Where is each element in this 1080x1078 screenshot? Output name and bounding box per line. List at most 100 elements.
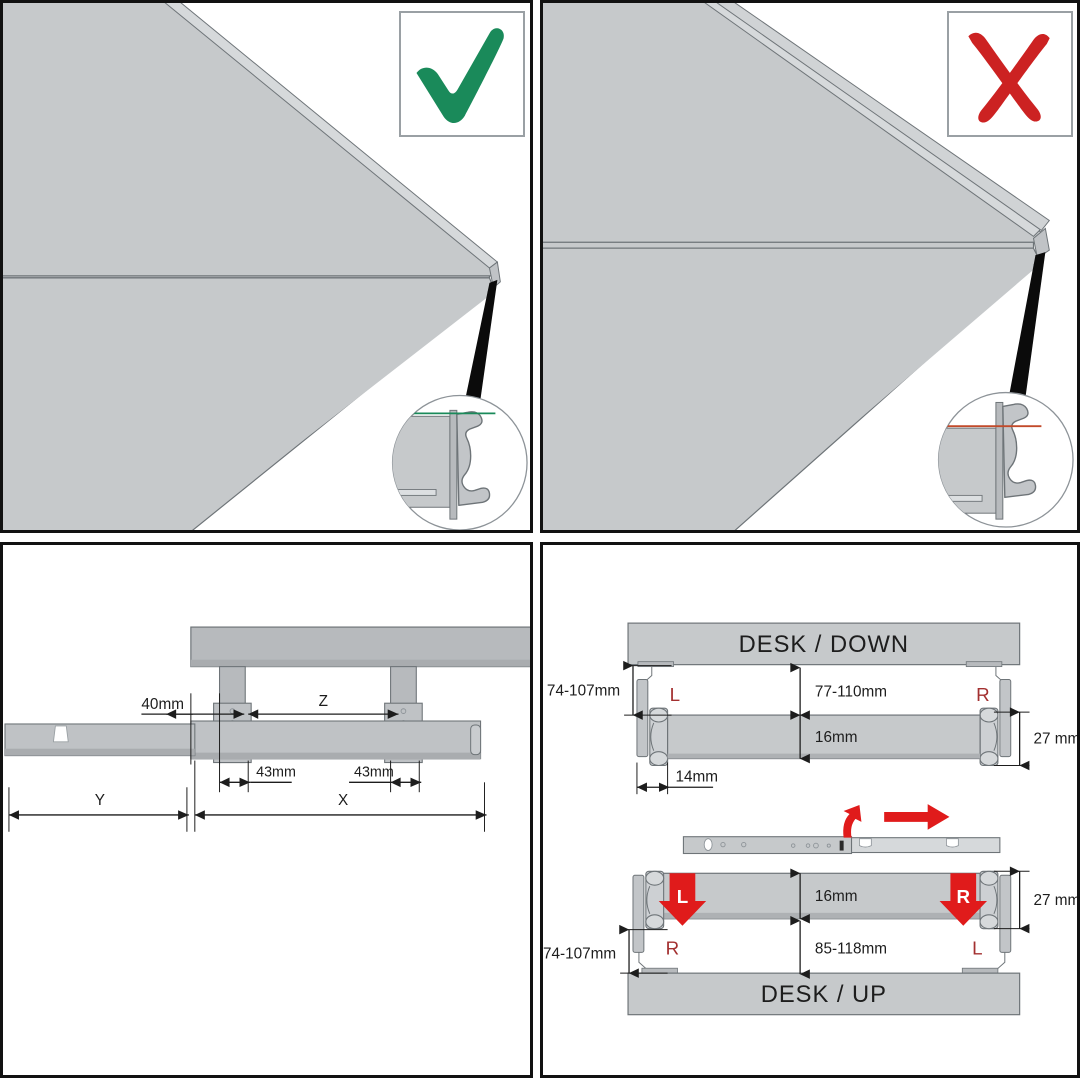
slide-end-left <box>649 707 669 767</box>
desk-corner-bevel <box>1032 227 1050 259</box>
view-desk-down: DESK / DOWN <box>547 622 1077 795</box>
slide-end-right <box>979 707 999 767</box>
rail-inner <box>850 837 1001 854</box>
dim-77-110: 77-110mm <box>790 662 887 720</box>
dim-x-label: X <box>338 792 348 809</box>
panel-slide-dimensions: 40mm Z 43mm <box>0 542 533 1078</box>
desk-front-face-fill <box>3 285 490 530</box>
arrow-label-L: L <box>677 886 688 907</box>
mount-plate-right-up <box>961 967 999 974</box>
tl-stage <box>3 3 530 530</box>
slide-outer-shadow <box>190 752 481 760</box>
mount-plate-right <box>965 661 1003 668</box>
gap-wedge <box>463 279 498 407</box>
green-check-icon <box>416 28 504 124</box>
dim-y-label: Y <box>95 792 105 809</box>
rail-slot <box>703 838 713 851</box>
dim-27mm-top: 27 mm <box>993 707 1077 771</box>
dim-x: X <box>194 760 487 832</box>
detail-circle-content <box>938 401 1042 520</box>
mount-plate-left-up <box>641 967 678 974</box>
tl-illustration <box>3 3 528 530</box>
dim-14mm-label: 14mm <box>676 768 719 785</box>
dim-74-107-bottom: 74-107mm <box>543 924 668 978</box>
arrow-label-R: R <box>956 886 970 907</box>
pull-arrow-icon <box>884 804 950 830</box>
dim-16mm-top: 16mm <box>790 710 858 764</box>
status-box-incorrect <box>947 11 1073 137</box>
bl-drawing: 40mm Z 43mm <box>4 626 530 832</box>
bracket-bar-left-up <box>632 874 645 953</box>
dim-z-label: Z <box>319 693 328 710</box>
detail-c-profile <box>1002 403 1037 499</box>
br-drawing: DESK / DOWN <box>543 622 1077 1016</box>
desk-corner-bevel <box>488 261 501 289</box>
label-L-bottom: L <box>972 937 982 958</box>
label-R-top: R <box>976 684 990 705</box>
down-arrow-left <box>658 873 707 926</box>
tr-stage <box>543 3 1077 530</box>
dim-y: Y <box>8 787 189 832</box>
dim-77-110-label: 77-110mm <box>815 683 887 700</box>
rail-inner-tab-2 <box>946 838 959 848</box>
dim-40mm: 40mm <box>141 693 245 765</box>
dim-74-107-top: 74-107mm <box>547 660 672 720</box>
rotate-arrow-icon <box>843 805 862 838</box>
dim-43mm-right-label: 43mm <box>354 764 394 780</box>
detail-slide-wall <box>995 401 1004 520</box>
slide-end-left-up <box>645 870 665 930</box>
tray-panel-down-edge <box>667 753 981 759</box>
detail-small-rail <box>392 489 437 496</box>
arm-right-up <box>995 952 1006 971</box>
panel-incorrect-installation <box>540 0 1080 533</box>
label-R-bottom: R <box>666 937 680 958</box>
dim-27mm-bottom: 27 mm <box>993 866 1077 934</box>
dim-14mm: 14mm <box>636 762 719 795</box>
dim-40mm-label: 40mm <box>141 696 184 713</box>
slide-outer-member <box>190 720 482 760</box>
gap-wedge <box>1007 252 1046 403</box>
desk-edge-strip-b <box>716 3 1051 232</box>
red-cross-icon <box>968 32 1050 123</box>
dim-27mm-top-label: 27 mm <box>1033 731 1077 748</box>
tray-panel-up-edge <box>661 912 981 919</box>
desk-down-board <box>627 622 1021 666</box>
view-desk-up: DESK / UP L R 16mm <box>543 866 1077 1016</box>
dim-43mm-left: 43mm <box>219 760 296 793</box>
bracket-bar-right-up <box>999 874 1012 953</box>
slide-latch-tab <box>52 725 69 743</box>
desk-up-board <box>627 972 1021 1016</box>
dim-43mm-left-label: 43mm <box>256 764 296 780</box>
dim-85-118: 85-118mm <box>790 915 887 979</box>
status-box-correct <box>399 11 525 137</box>
down-arrow-right <box>939 873 988 926</box>
dim-74-107-bottom-label: 74-107mm <box>543 945 616 962</box>
dim-27mm-bottom-label: 27 mm <box>1033 892 1077 909</box>
bracket-bar-right <box>999 678 1012 758</box>
dim-16mm-top-label: 16mm <box>815 729 858 746</box>
desk-up-title: DESK / UP <box>761 982 887 1008</box>
dim-16mm-bottom-label: 16mm <box>815 888 858 905</box>
br-stage: DESK / DOWN <box>543 545 1077 1075</box>
rail-latch <box>839 840 844 851</box>
detail-c-profile <box>456 411 491 506</box>
dim-74-107-top-label: 74-107mm <box>547 682 620 699</box>
tr-illustration <box>543 3 1074 530</box>
slide-end-right-up <box>979 870 999 930</box>
panel-mounting-orientation: DESK / DOWN <box>540 542 1080 1078</box>
dim-85-118-label: 85-118mm <box>815 940 887 957</box>
view-rail-release <box>682 804 1001 855</box>
arm-left-up <box>638 952 649 971</box>
bracket-bar-left <box>636 678 649 758</box>
desk-down-title: DESK / DOWN <box>739 632 909 658</box>
detail-circle-content <box>392 409 496 520</box>
panel-correct-installation <box>0 0 533 533</box>
slide-right-endcap <box>470 724 482 756</box>
detail-slide-wall <box>449 409 458 520</box>
dim-z: Z <box>248 693 399 719</box>
rail-holes <box>720 841 831 849</box>
label-L-top: L <box>670 684 680 705</box>
tray-panel-up <box>661 872 981 920</box>
detail-small-rail <box>938 494 983 502</box>
